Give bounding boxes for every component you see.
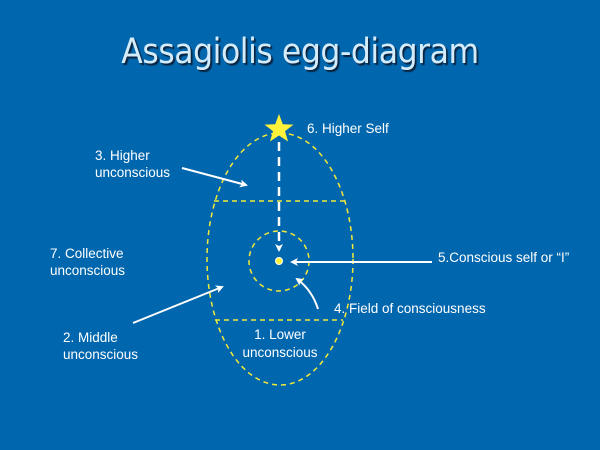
egg-outline: [206, 132, 354, 386]
arrow-middle-unconscious: [132, 285, 224, 324]
label-middle: 2. Middle: [63, 330, 118, 345]
arrow-higher-unconscious: [181, 167, 248, 188]
arrow-field: [295, 277, 319, 310]
label-conscious-self: 5.Conscious self or “I”: [438, 250, 569, 265]
label-lower: 1. Lower: [254, 327, 306, 342]
label-higher-unconscious-2: unconscious: [95, 165, 170, 180]
label-field: 4. Field of consciousness: [334, 301, 486, 316]
label-collective: 7. Collective: [50, 246, 124, 261]
label-lower-2: unconscious: [242, 345, 317, 360]
label-higher-self: 6. Higher Self: [307, 121, 389, 136]
star-icon: [264, 114, 294, 142]
slide-title: Assagiolis egg-diagram: [121, 32, 479, 72]
label-middle-2: unconscious: [63, 347, 138, 362]
conscious-self-dot: [275, 257, 283, 265]
label-collective-2: unconscious: [50, 263, 125, 278]
label-higher-unconscious: 3. Higher: [95, 148, 150, 163]
